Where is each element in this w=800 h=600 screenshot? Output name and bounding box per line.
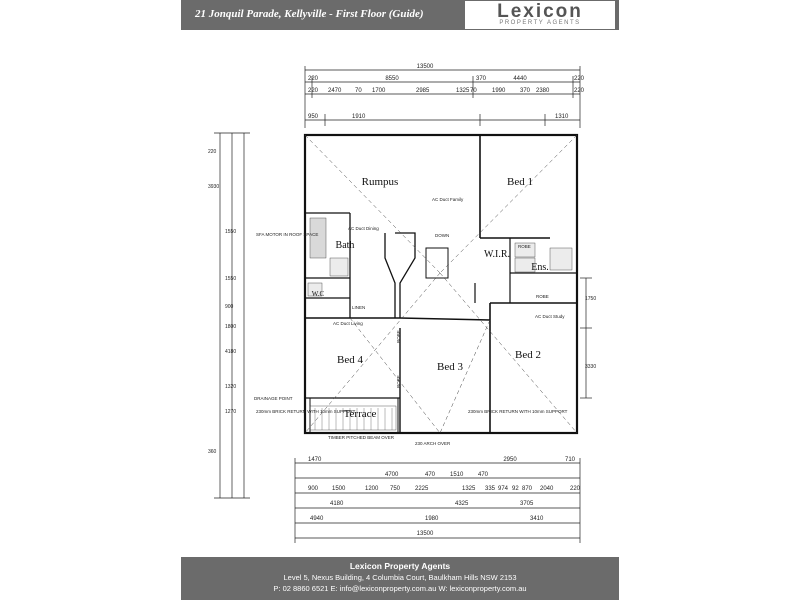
drainage-point-label: DRAINAGE POINT	[254, 396, 293, 401]
svg-text:3410: 3410	[530, 516, 544, 522]
svg-text:900: 900	[225, 304, 234, 310]
svg-text:1270: 1270	[225, 409, 236, 415]
svg-text:1200: 1200	[365, 486, 379, 492]
svg-text:4940: 4940	[310, 516, 324, 522]
svg-text:1980: 1980	[425, 516, 439, 522]
svg-text:13500: 13500	[417, 531, 434, 537]
brick-return-right-label: 230mm BRICK RETURN WITH 10mm SUPPORT	[468, 409, 568, 414]
room-bed3: Bed 3	[437, 361, 463, 373]
svg-text:710: 710	[565, 457, 576, 463]
svg-text:220: 220	[574, 88, 585, 94]
robe-label-4: ROBE	[518, 244, 531, 249]
svg-text:1910: 1910	[352, 114, 366, 120]
svg-text:1310: 1310	[555, 114, 569, 120]
svg-text:950: 950	[308, 114, 319, 120]
svg-text:1325: 1325	[462, 486, 476, 492]
ac-duct-study-label: AC Duct Study	[535, 314, 565, 319]
svg-text:2985: 2985	[416, 88, 430, 94]
svg-text:220: 220	[208, 149, 217, 155]
header-bar: 21 Jonquil Parade, Kellyville - First Fl…	[181, 0, 619, 30]
brand-logo: Lexicon PROPERTY AGENTS	[465, 1, 615, 29]
svg-text:360: 360	[208, 449, 217, 455]
footer-bar: Lexicon Property Agents Level 5, Nexus B…	[181, 557, 619, 600]
robe-label-2: ROBE	[396, 375, 401, 388]
svg-text:4700: 4700	[385, 472, 399, 478]
svg-text:3930: 3930	[208, 184, 219, 190]
svg-text:1500: 1500	[332, 486, 346, 492]
linen-label: LINEN	[352, 305, 365, 310]
svg-text:2380: 2380	[536, 88, 550, 94]
svg-text:220: 220	[570, 486, 581, 492]
svg-text:900: 900	[308, 486, 319, 492]
sfa-motor-label: SFA MOTOR IN ROOF SPACE	[256, 232, 318, 237]
svg-text:2040: 2040	[540, 486, 554, 492]
room-bath: Bath	[336, 240, 355, 251]
room-bed1: Bed 1	[507, 176, 533, 188]
svg-text:1800: 1800	[225, 324, 236, 330]
ac-duct-family-label: AC Duct Family	[432, 197, 464, 202]
svg-text:1700: 1700	[372, 88, 386, 94]
svg-text:470: 470	[425, 472, 436, 478]
svg-text:370: 370	[520, 88, 531, 94]
room-bed4: Bed 4	[337, 354, 363, 366]
svg-text:750: 750	[390, 486, 401, 492]
svg-text:2225: 2225	[415, 486, 429, 492]
room-rumpus: Rumpus	[362, 176, 399, 188]
svg-text:1550: 1550	[225, 229, 236, 235]
floor-plan: 13500 220 8550 370 4440 220 220 2470 70 …	[200, 58, 600, 558]
timber-beam-label: TIMBER PITCHED BEAM OVER	[328, 435, 395, 440]
svg-text:4325: 4325	[455, 501, 469, 507]
svg-text:70: 70	[355, 88, 362, 94]
arch-over-label: 230 ARCH OVER	[415, 441, 451, 446]
logo-tagline: PROPERTY AGENTS	[499, 20, 581, 26]
robe-label-1: ROBE	[396, 330, 401, 343]
ac-duct-living-label: AC Duct Living	[333, 321, 363, 326]
svg-text:220: 220	[308, 88, 319, 94]
floor-plan-drawing: 13500 220 8550 370 4440 220 220 2470 70 …	[208, 64, 596, 543]
svg-text:1990: 1990	[492, 88, 506, 94]
svg-text:1470: 1470	[308, 457, 322, 463]
svg-text:1325: 1325	[456, 88, 470, 94]
stair-down-label: DOWN	[435, 233, 449, 238]
room-wc: W.C	[312, 290, 325, 298]
svg-text:4440: 4440	[513, 76, 527, 82]
svg-text:4180: 4180	[225, 349, 236, 355]
svg-text:220: 220	[574, 76, 585, 82]
svg-text:1750: 1750	[585, 296, 596, 302]
svg-text:335: 335	[485, 486, 496, 492]
svg-text:3330: 3330	[585, 364, 596, 370]
svg-text:974: 974	[498, 486, 509, 492]
page-title: 21 Jonquil Parade, Kellyville - First Fl…	[195, 8, 424, 20]
svg-text:1510: 1510	[450, 472, 464, 478]
svg-text:2470: 2470	[328, 88, 342, 94]
brick-return-left-label: 230mm BRICK RETURN WITH 10mm SUPPORT	[256, 409, 356, 414]
room-bed2: Bed 2	[515, 349, 541, 361]
svg-text:8550: 8550	[385, 76, 399, 82]
svg-text:2950: 2950	[503, 457, 517, 463]
svg-text:13500: 13500	[417, 64, 434, 70]
footer-address: Level 5, Nexus Building, 4 Columbia Cour…	[283, 573, 517, 582]
svg-text:3705: 3705	[520, 501, 534, 507]
svg-text:870: 870	[522, 486, 533, 492]
ac-duct-dining-label: AC Duct Dining	[348, 226, 379, 231]
room-ens: Ens.	[531, 262, 549, 273]
svg-text:370: 370	[476, 76, 487, 82]
footer-contact: P: 02 8860 6521 E: info@lexiconproperty.…	[273, 584, 527, 593]
robe-label-3: ROBE	[536, 294, 549, 299]
svg-text:70: 70	[470, 88, 477, 94]
svg-text:470: 470	[478, 472, 489, 478]
footer-agency-name: Lexicon Property Agents	[349, 561, 451, 571]
svg-text:1320: 1320	[225, 384, 236, 390]
room-terrace: Terrace	[344, 408, 377, 420]
svg-text:220: 220	[308, 76, 319, 82]
svg-text:92: 92	[512, 486, 519, 492]
logo-brand: Lexicon	[497, 1, 583, 22]
svg-text:1550: 1550	[225, 276, 236, 282]
room-wir: W.I.R.	[484, 249, 510, 260]
svg-text:4180: 4180	[330, 501, 344, 507]
